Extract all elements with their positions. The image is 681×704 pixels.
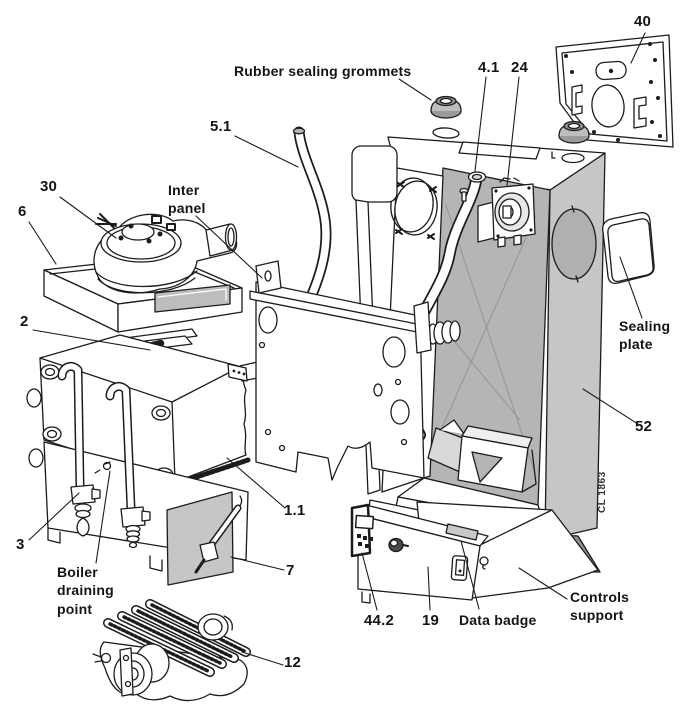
label-part-7: 7 bbox=[286, 562, 295, 579]
label-part-6: 6 bbox=[18, 203, 27, 220]
label-data-badge: Data badge bbox=[459, 612, 537, 628]
label-part-2: 2 bbox=[20, 313, 29, 330]
flue-deflector bbox=[427, 419, 537, 493]
part-pipes-3 bbox=[57, 361, 151, 549]
label-part-19: 19 bbox=[422, 612, 440, 629]
label-boiler-draining-point: Boiler draining point bbox=[57, 564, 114, 617]
part-back-plate-40 bbox=[555, 34, 674, 148]
label-sealing-plate: Sealing plate bbox=[619, 318, 671, 353]
power-switch bbox=[450, 555, 469, 581]
part-burner-12 bbox=[92, 599, 251, 702]
screw-holes bbox=[564, 42, 662, 142]
rubber-grommet-right bbox=[558, 120, 590, 144]
label-inter-panel: Inter panel bbox=[168, 182, 206, 217]
fan-motor-details bbox=[95, 213, 176, 244]
rubber-grommet-top bbox=[430, 95, 462, 119]
leader-lines bbox=[28, 32, 646, 666]
label-part-4-1: 4.1 bbox=[478, 59, 500, 76]
label-part-40: 40 bbox=[634, 13, 652, 30]
butterfly-clips bbox=[395, 181, 437, 240]
label-controls-support: Controls support bbox=[570, 589, 630, 624]
control-knob bbox=[388, 537, 409, 553]
part-sealing-plate bbox=[602, 212, 655, 284]
part-inter-panel bbox=[249, 260, 432, 481]
data-badge-plate bbox=[445, 523, 479, 541]
label-part-30: 30 bbox=[40, 178, 58, 195]
control-unit-44-2 bbox=[354, 514, 375, 548]
part-fan-30 bbox=[93, 213, 238, 294]
label-part-44-2: 44.2 bbox=[364, 612, 394, 629]
part-insulation-panel-7 bbox=[166, 491, 243, 586]
part-controls-support bbox=[416, 501, 601, 599]
label-part-3: 3 bbox=[16, 536, 25, 553]
label-part-1-1: 1.1 bbox=[284, 502, 306, 519]
label-part-52: 52 bbox=[635, 418, 653, 435]
panel-holes bbox=[258, 341, 408, 452]
label-part-24: 24 bbox=[511, 59, 529, 76]
part-pressure-switch-24 bbox=[477, 177, 536, 248]
part-control-panel-19 bbox=[350, 503, 489, 604]
label-part-12: 12 bbox=[284, 654, 302, 671]
label-drawing-ref: CL 1863 bbox=[597, 471, 608, 513]
panel-creases bbox=[429, 204, 537, 471]
label-part-5-1: 5.1 bbox=[210, 118, 232, 135]
label-rubber-sealing-grommets: Rubber sealing grommets bbox=[234, 63, 412, 79]
